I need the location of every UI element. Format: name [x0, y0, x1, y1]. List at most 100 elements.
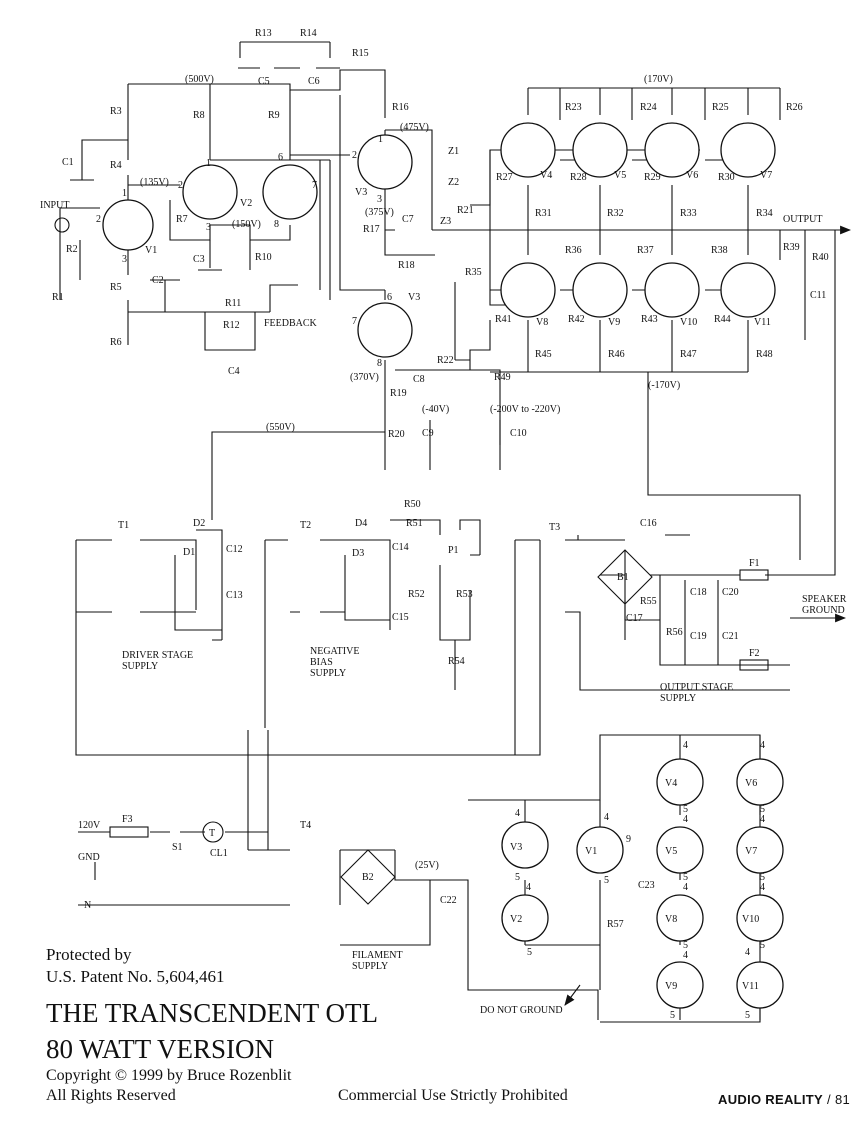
pin-fil-v3-4: 4	[515, 808, 520, 819]
speaker-ground-label-1: SPEAKER	[802, 594, 847, 605]
label-r23: R23	[565, 102, 582, 113]
pin-fil-v4-4: 4	[683, 740, 688, 751]
rail-neg170v: (-170V)	[648, 380, 680, 391]
input-label: INPUT	[40, 200, 69, 211]
label-fil-v4: V4	[665, 778, 677, 789]
label-r7: R7	[176, 214, 188, 225]
label-r55: R55	[640, 596, 657, 607]
label-b1: B1	[617, 572, 629, 583]
pin-fil-v8-5: 5	[683, 940, 688, 951]
commercial-use-note: Commercial Use Strictly Prohibited	[338, 1087, 568, 1104]
driver-supply-label-2: SUPPLY	[122, 661, 158, 672]
label-r28: R28	[570, 172, 587, 183]
page-separator: /	[827, 1092, 831, 1107]
label-c19: C19	[690, 631, 707, 642]
mains-neutral-label: N	[84, 900, 91, 911]
pin-v2-6: 6	[278, 152, 283, 163]
rail-170v: (170V)	[644, 74, 673, 85]
pin-fil-v10-4: 4	[760, 882, 765, 893]
do-not-ground-label: DO NOT GROUND	[480, 1005, 563, 1016]
title-line-2: 80 WATT VERSION	[46, 1034, 275, 1064]
rail-150v: (150V)	[232, 219, 261, 230]
label-v9: V9	[608, 317, 620, 328]
label-r36: R36	[565, 245, 582, 256]
label-c15: C15	[392, 612, 409, 623]
pin-fil-v2-4: 4	[526, 882, 531, 893]
label-z2: Z2	[448, 177, 459, 188]
label-c22: C22	[440, 895, 457, 906]
label-r8: R8	[193, 110, 205, 121]
label-r54: R54	[448, 656, 465, 667]
label-r53: R53	[456, 589, 473, 600]
pin-v3-2: 2	[352, 150, 357, 161]
label-f1: F1	[749, 558, 760, 569]
pin-v3-6: 6	[387, 292, 392, 303]
label-r48: R48	[756, 349, 773, 360]
label-fil-v7: V7	[745, 846, 757, 857]
label-c9: C9	[422, 428, 434, 439]
pin-v1-3: 3	[122, 254, 127, 265]
label-r29: R29	[644, 172, 661, 183]
pin-v1-1: 1	[122, 188, 127, 199]
pin-fil-v6-5: 5	[760, 804, 765, 815]
pin-fil-v11-4: 4	[745, 947, 750, 958]
pin-fil-v5-4: 4	[683, 814, 688, 825]
label-f3: F3	[122, 814, 133, 825]
label-r40: R40	[812, 252, 829, 263]
label-cl1: CL1	[210, 848, 228, 859]
label-d3: D3	[352, 548, 364, 559]
label-r4: R4	[110, 160, 122, 171]
label-r2: R2	[66, 244, 78, 255]
label-c12: C12	[226, 544, 243, 555]
label-v4: V4	[540, 170, 552, 181]
rail-neg200v: (-200V to -220V)	[490, 404, 560, 415]
patent-line-1: Protected by	[46, 945, 132, 964]
label-r45: R45	[535, 349, 552, 360]
label-c3: C3	[193, 254, 205, 265]
label-r20: R20	[388, 429, 405, 440]
copyright-line-1: Copyright © 1999 by Bruce Rozenblit	[46, 1067, 292, 1084]
speaker-ground-label-2: GROUND	[802, 605, 845, 616]
label-c17: C17	[626, 613, 643, 624]
filament-label-2: SUPPLY	[352, 961, 388, 972]
label-c11: C11	[810, 290, 826, 301]
label-d4: D4	[355, 518, 367, 529]
label-r14: R14	[300, 28, 317, 39]
pin-fil-v7-5: 5	[760, 872, 765, 883]
label-r21: R21	[457, 205, 474, 216]
label-r34: R34	[756, 208, 773, 219]
label-r52: R52	[408, 589, 425, 600]
rail-25v: (25V)	[415, 860, 439, 871]
label-r18: R18	[398, 260, 415, 271]
label-f2: F2	[749, 648, 760, 659]
copyright-block: Copyright © 1999 by Bruce Rozenblit All …	[46, 1066, 291, 1106]
label-c1: C1	[62, 157, 74, 168]
label-s1: S1	[172, 842, 183, 853]
pin-v3-1: 1	[378, 134, 383, 145]
label-c18: C18	[690, 587, 707, 598]
mains-gnd-label: GND	[78, 852, 100, 863]
pin-fil-v8-4: 4	[683, 882, 688, 893]
label-r31: R31	[535, 208, 552, 219]
label-lamp-t: T	[209, 828, 215, 839]
label-c14: C14	[392, 542, 409, 553]
rail-370v: (370V)	[350, 372, 379, 383]
pin-fil-v11-5: 5	[745, 1010, 750, 1021]
label-r5: R5	[110, 282, 122, 293]
label-v7: V7	[760, 170, 772, 181]
label-b2: B2	[362, 872, 374, 883]
label-r42: R42	[568, 314, 585, 325]
label-fil-v6: V6	[745, 778, 757, 789]
label-r19: R19	[390, 388, 407, 399]
label-p1: P1	[448, 545, 459, 556]
patent-note: Protected by U.S. Patent No. 5,604,461	[46, 944, 225, 988]
label-r57: R57	[607, 919, 624, 930]
label-r30: R30	[718, 172, 735, 183]
label-c7: C7	[402, 214, 414, 225]
label-fil-v5: V5	[665, 846, 677, 857]
rail-375v: (375V)	[365, 207, 394, 218]
label-c13: C13	[226, 590, 243, 601]
brand-name: AUDIO REALITY	[718, 1092, 824, 1107]
label-r32: R32	[607, 208, 624, 219]
pin-v1-9: 9	[626, 834, 631, 845]
